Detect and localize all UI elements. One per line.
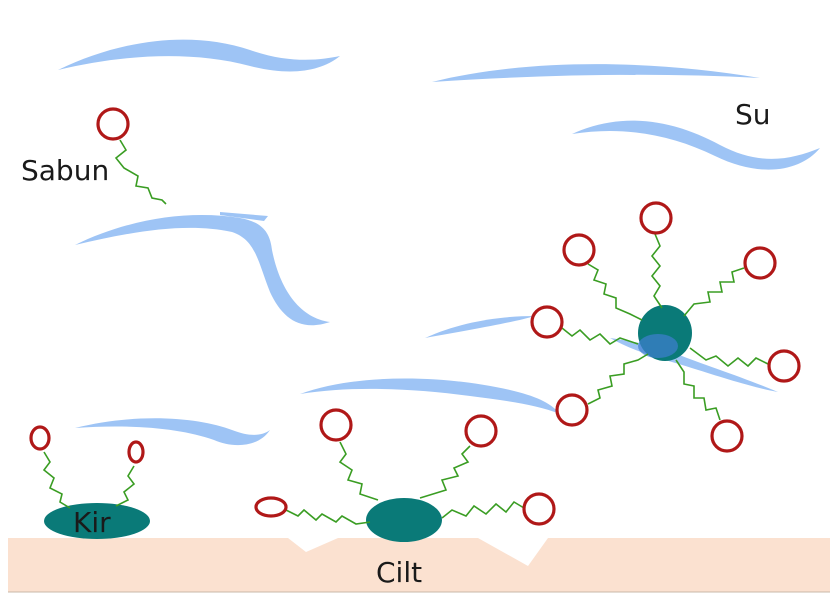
soap-molecule	[419, 414, 498, 499]
soap-molecule	[683, 246, 777, 317]
soap-head	[743, 246, 777, 280]
soap-tail	[338, 441, 379, 501]
soap-tail	[441, 500, 525, 519]
soap-molecule-free	[96, 107, 167, 205]
soap-tail	[689, 347, 769, 368]
soap-head	[319, 408, 353, 442]
water-wave	[220, 212, 268, 221]
soap-head	[522, 492, 556, 526]
soap-head	[555, 393, 589, 427]
micelle-core	[638, 305, 692, 361]
soap-tail	[683, 267, 745, 317]
soap-molecule	[530, 305, 639, 346]
soap-head	[530, 305, 564, 339]
water-label: Su	[735, 98, 771, 131]
skin-surface	[8, 538, 830, 592]
soap-head	[464, 414, 498, 448]
water-wave	[572, 120, 820, 170]
soap-molecules	[29, 107, 801, 526]
soap-molecule	[689, 347, 801, 383]
micelle-water-shade	[638, 334, 678, 358]
soap-molecule	[562, 233, 643, 321]
soap-head	[127, 440, 145, 464]
soap-molecule	[319, 408, 379, 501]
soap-label: Sabun	[21, 154, 109, 187]
water-wave	[75, 215, 330, 326]
soap-tail	[561, 327, 639, 346]
soap-molecule	[555, 353, 649, 427]
soap-head	[767, 349, 801, 383]
soap-head	[254, 496, 288, 518]
dirt-particle-skin	[366, 498, 442, 542]
water-wave	[58, 39, 340, 72]
water-wave	[432, 64, 760, 82]
soap-head	[29, 425, 51, 451]
soap-head	[562, 233, 596, 267]
soap-tail	[587, 353, 649, 405]
soap-head	[710, 419, 744, 453]
soap-head	[96, 107, 130, 141]
soap-tail	[675, 359, 721, 421]
soap-tail	[650, 233, 663, 309]
dirt-particle-small	[44, 503, 150, 539]
soap-tail	[115, 465, 136, 507]
soap-tail	[587, 263, 643, 321]
soap-molecule	[441, 492, 556, 526]
dirt-label: Kir	[73, 506, 111, 539]
soap-tail	[42, 451, 71, 509]
soap-molecule	[29, 425, 71, 509]
water-wave	[75, 418, 270, 446]
soap-head	[639, 201, 673, 235]
skin-label: Cilt	[376, 556, 422, 589]
skin-layer: Cilt	[8, 538, 830, 593]
soap-molecule	[639, 201, 673, 309]
soap-tail	[419, 445, 471, 499]
water-waves	[58, 39, 820, 446]
water-wave	[425, 316, 535, 338]
soap-tail	[285, 508, 371, 525]
water-wave	[610, 338, 778, 392]
water-wave	[300, 378, 560, 414]
soap-tail	[114, 139, 167, 205]
soap-molecule	[675, 359, 744, 453]
soap-molecule	[254, 496, 371, 525]
soap-molecule	[115, 440, 145, 507]
